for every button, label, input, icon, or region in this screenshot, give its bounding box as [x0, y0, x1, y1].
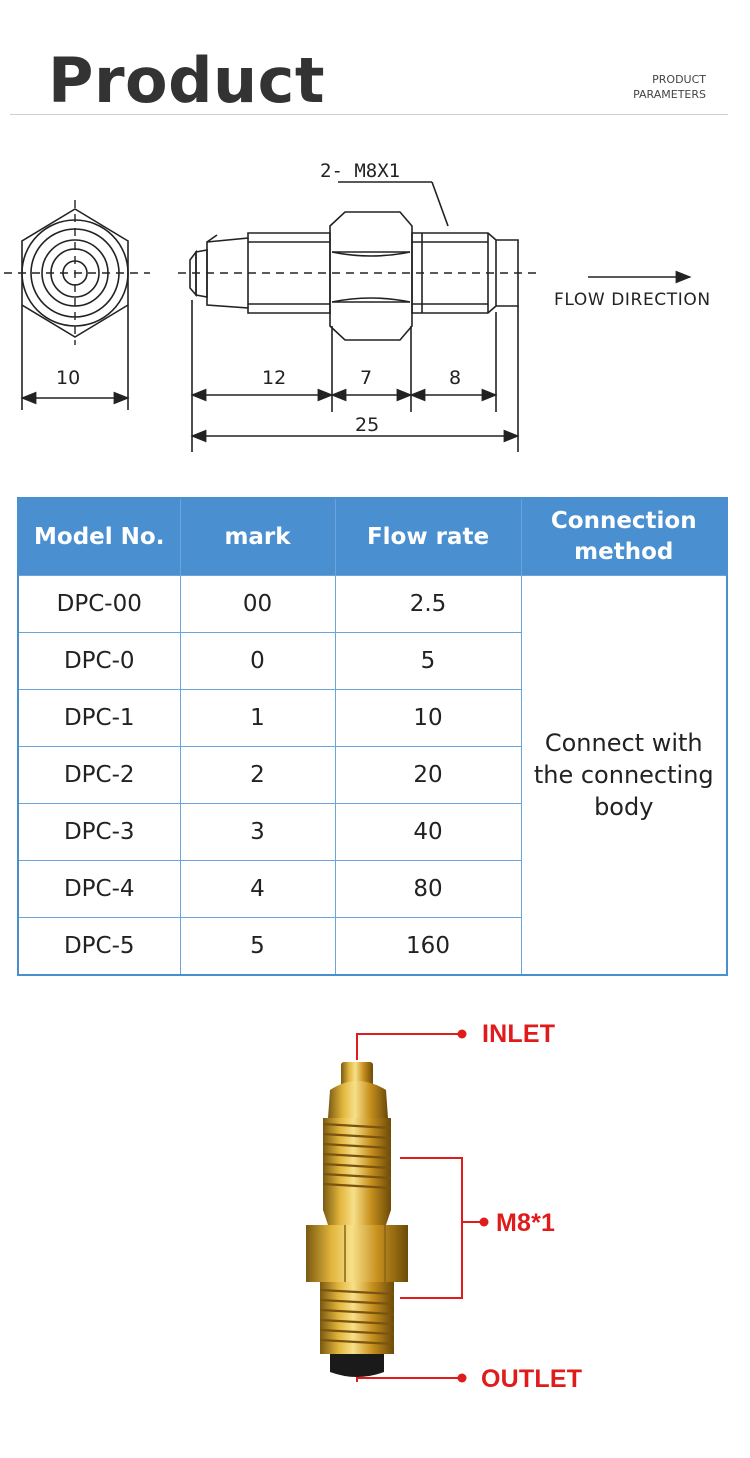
side-view-right-thread [411, 232, 497, 314]
table-header-row: Model No. mark Flow rate Connection meth… [17, 497, 728, 576]
cell-model: DPC-5 [17, 917, 181, 976]
dim-left-thread: 12 [262, 367, 286, 389]
cell-flow: 5 [334, 632, 522, 690]
drawing-svg: 10 12 7 8 25 [4, 181, 692, 452]
side-view-hex-body [329, 211, 413, 341]
cell-model: DPC-4 [17, 860, 181, 918]
table-row: DPC-00 00 2.5 Connect with the connectin… [17, 575, 728, 976]
table-row: DPC-5 5 160 [17, 917, 727, 976]
product-illustration [306, 1029, 489, 1383]
table-row: DPC-2 2 20 [17, 746, 727, 804]
lower-thread-lines [319, 1288, 395, 1346]
dim-right-thread: 8 [449, 367, 461, 389]
thread-callout-dot [479, 1217, 489, 1227]
header-connection-method: Connection method [520, 497, 728, 576]
photo-outlet-cap [330, 1354, 384, 1377]
cell-connection-method: Connect with the connecting body [520, 575, 728, 976]
flow-direction-label: FLOW DIRECTION [554, 290, 711, 310]
cell-flow: 80 [334, 860, 522, 918]
product-photo: INLET M8*1 OUTLET [0, 1010, 750, 1440]
header-mark: mark [179, 497, 336, 576]
thread-label: M8*1 [496, 1209, 556, 1237]
cell-flow: 2.5 [334, 575, 522, 633]
dim-hex-width: 10 [56, 367, 80, 389]
dim-overall: 25 [355, 414, 379, 436]
outlet-label: OUTLET [481, 1365, 583, 1393]
cell-mark: 1 [179, 689, 336, 747]
table-row: DPC-1 1 10 [17, 689, 727, 747]
photo-hex-body [306, 1225, 408, 1282]
cell-flow: 20 [334, 746, 522, 804]
cell-flow: 40 [334, 803, 522, 861]
inlet-callout-dot [457, 1029, 467, 1039]
subtitle-line-1: PRODUCT [652, 73, 706, 86]
cell-model: DPC-2 [17, 746, 181, 804]
cell-model: DPC-1 [17, 689, 181, 747]
thread-callout: 2- M8X1 [320, 160, 401, 182]
photo-inlet-nipple [341, 1062, 373, 1088]
cell-mark: 4 [179, 860, 336, 918]
upper-thread-lines [322, 1122, 392, 1190]
cell-model: DPC-3 [17, 803, 181, 861]
page-title: Product [48, 44, 326, 117]
cell-mark: 2 [179, 746, 336, 804]
dim-hex-length: 7 [360, 367, 372, 389]
inlet-label: INLET [482, 1020, 556, 1048]
subtitle-line-2: PARAMETERS [633, 88, 706, 101]
header-divider [10, 114, 728, 115]
spec-table: Model No. mark Flow rate Connection meth… [17, 497, 728, 976]
cell-mark: 5 [179, 917, 336, 976]
outlet-callout-dot [457, 1373, 467, 1383]
technical-drawing: 10 12 7 8 25 2- M8X1 FLOW DIRECTION [0, 140, 750, 470]
page-subtitle: PRODUCT PARAMETERS [586, 72, 706, 102]
callout-lines [356, 1033, 480, 1382]
table-row: DPC-4 4 80 [17, 860, 727, 918]
header-model: Model No. [17, 497, 181, 576]
page-header: Product PRODUCT PARAMETERS [0, 0, 750, 120]
cell-mark: 00 [179, 575, 336, 633]
cell-mark: 0 [179, 632, 336, 690]
cell-flow: 160 [334, 917, 522, 976]
table-row: DPC-0 0 5 [17, 632, 727, 690]
cell-mark: 3 [179, 803, 336, 861]
cell-model: DPC-0 [17, 632, 181, 690]
cell-model: DPC-00 [17, 575, 181, 633]
header-flow-rate: Flow rate [334, 497, 522, 576]
cell-flow: 10 [334, 689, 522, 747]
